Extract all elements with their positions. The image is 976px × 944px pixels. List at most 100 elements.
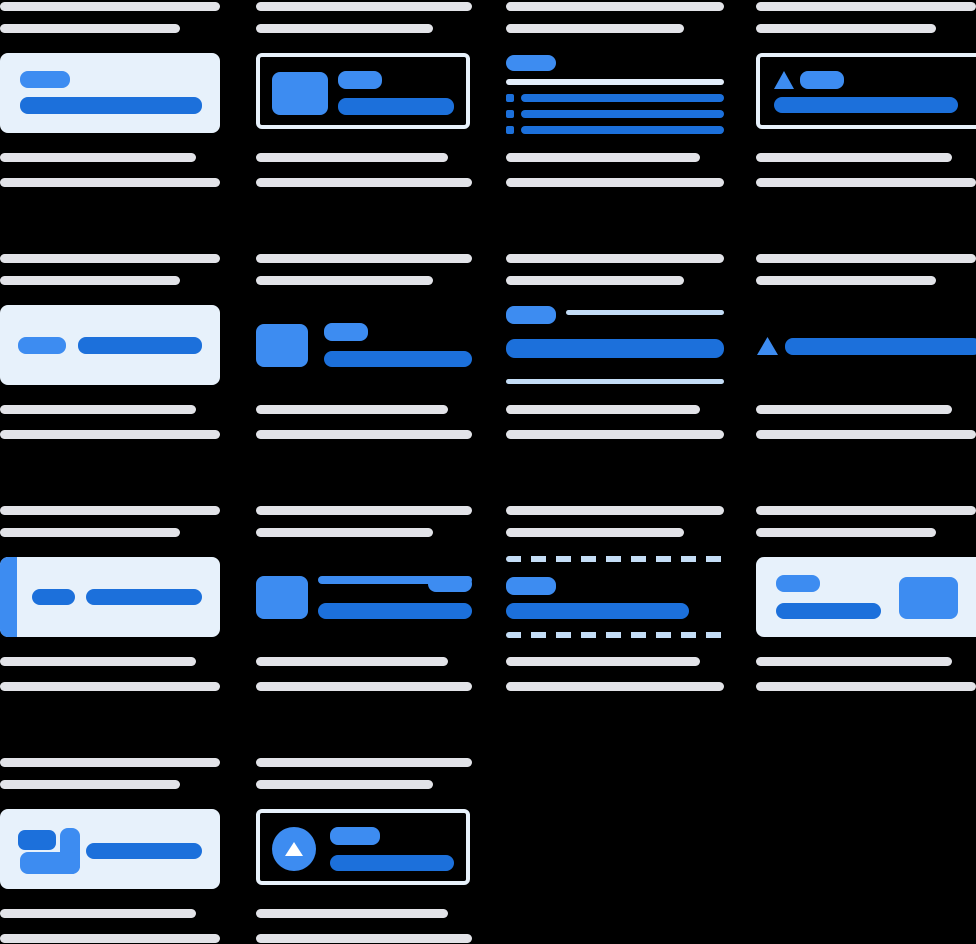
skeleton-text-bar	[256, 934, 472, 943]
body-bar	[78, 337, 202, 354]
body-bar	[785, 338, 976, 355]
skeleton-text-bar	[256, 254, 472, 263]
card-background	[0, 53, 220, 133]
warning-triangle-icon	[757, 337, 778, 355]
callout-media-tag	[256, 504, 472, 696]
skeleton-text-bar	[506, 682, 724, 691]
skeleton-text-bar	[0, 934, 220, 943]
card-border	[256, 809, 470, 885]
skeleton-text-bar	[0, 528, 180, 537]
title-pill	[800, 71, 844, 89]
skeleton-text-bar	[256, 2, 472, 11]
body-bar	[86, 843, 202, 859]
skeleton-text-bar	[756, 276, 936, 285]
skeleton-text-bar	[0, 682, 220, 691]
skeleton-text-bar	[256, 430, 472, 439]
thumbnail	[899, 577, 958, 619]
body-bar	[506, 339, 724, 358]
chat-icon-base	[20, 852, 80, 874]
list-bullet	[506, 110, 514, 118]
title-pill	[506, 306, 556, 324]
title-pill	[506, 55, 556, 71]
card-border	[756, 53, 976, 129]
callout-warning-inline	[756, 252, 976, 444]
title-line	[318, 576, 472, 584]
skeleton-text-bar	[756, 682, 976, 691]
media-icon	[256, 324, 308, 367]
skeleton-text-bar	[506, 24, 684, 33]
body-bar	[20, 97, 202, 114]
body-bar	[774, 97, 958, 113]
body-bar	[324, 351, 472, 367]
callout-media-inline	[256, 252, 472, 444]
list-item-bar	[521, 94, 724, 102]
skeleton-text-bar	[256, 24, 433, 33]
callout-video-outlined	[256, 756, 472, 944]
skeleton-text-bar	[506, 2, 724, 11]
callout-chat-card	[0, 756, 220, 944]
skeleton-text-bar	[0, 2, 220, 11]
skeleton-text-bar	[506, 405, 700, 414]
skeleton-text-bar	[0, 405, 196, 414]
list-item-bar	[521, 110, 724, 118]
skeleton-text-bar	[756, 254, 976, 263]
skeleton-text-bar	[756, 405, 952, 414]
callout-accent-bar	[0, 504, 220, 696]
skeleton-text-bar	[756, 430, 976, 439]
skeleton-text-bar	[756, 506, 976, 515]
callout-inline-rule	[506, 252, 724, 444]
skeleton-text-bar	[256, 657, 448, 666]
divider	[506, 79, 724, 85]
skeleton-text-bar	[756, 2, 976, 11]
skeleton-text-bar	[506, 254, 724, 263]
title-pill	[324, 323, 368, 341]
body-bar	[338, 98, 454, 115]
callout-outlined-media	[256, 0, 472, 192]
dashed-border-top	[506, 556, 724, 562]
skeleton-text-bar	[0, 780, 180, 789]
accent-stripe	[0, 557, 17, 637]
skeleton-text-bar	[0, 24, 180, 33]
skeleton-text-bar	[0, 758, 220, 767]
skeleton-text-bar	[0, 430, 220, 439]
rule-line	[506, 379, 724, 384]
body-bar	[506, 603, 689, 619]
callout-card-thumbnail	[756, 504, 976, 696]
list-bullet	[506, 94, 514, 102]
skeleton-text-bar	[506, 430, 724, 439]
skeleton-text-bar	[256, 780, 433, 789]
body-bar	[318, 603, 472, 619]
skeleton-text-bar	[256, 276, 433, 285]
tag-pill	[428, 576, 472, 592]
title-pill	[338, 71, 382, 89]
callout-list	[506, 0, 724, 192]
skeleton-text-bar	[0, 153, 196, 162]
callout-filled	[0, 0, 220, 192]
skeleton-text-bar	[0, 909, 196, 918]
skeleton-text-bar	[256, 178, 472, 187]
title-pill	[330, 827, 380, 845]
skeleton-text-bar	[0, 178, 220, 187]
media-icon	[272, 72, 328, 115]
title-pill	[506, 577, 556, 595]
body-bar	[776, 603, 881, 619]
skeleton-text-bar	[256, 506, 472, 515]
callout-inline-badge	[0, 252, 220, 444]
skeleton-text-bar	[506, 153, 700, 162]
skeleton-text-bar	[256, 528, 433, 537]
list-item-bar	[521, 126, 724, 134]
skeleton-text-bar	[0, 254, 220, 263]
skeleton-text-bar	[256, 909, 448, 918]
skeleton-text-bar	[506, 528, 684, 537]
rule-line	[566, 310, 724, 315]
skeleton-text-bar	[0, 657, 196, 666]
skeleton-text-bar	[0, 276, 180, 285]
skeleton-text-bar	[506, 506, 724, 515]
body-bar	[86, 589, 202, 605]
chat-icon-bubble	[18, 830, 56, 850]
callout-dashed-section	[506, 504, 724, 696]
skeleton-text-bar	[256, 405, 448, 414]
list-bullet	[506, 126, 514, 134]
callout-outlined-warning	[756, 0, 976, 192]
